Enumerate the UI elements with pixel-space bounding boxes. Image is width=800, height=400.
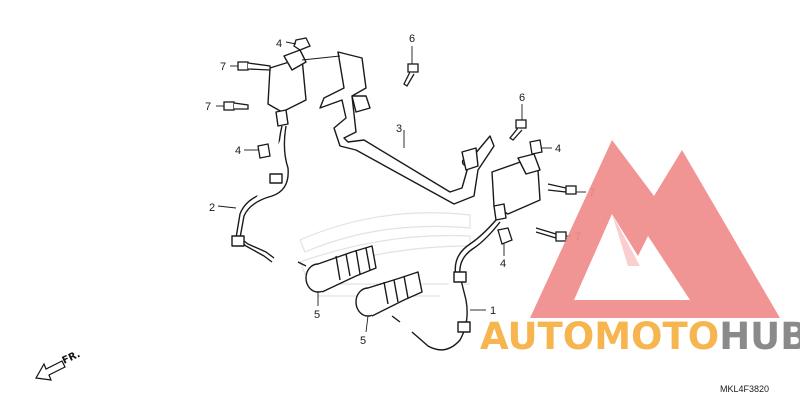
callout-4-left: 4 — [235, 145, 241, 157]
callout-3: 3 — [396, 123, 402, 135]
ignition-coil-right — [411, 153, 541, 351]
bolt-6-right — [509, 119, 527, 141]
front-direction-label: FR. — [61, 349, 82, 367]
bolt-6-top — [403, 63, 419, 87]
callout-4-top: 4 — [276, 38, 282, 50]
spark-plug-cap-lower — [355, 271, 423, 323]
watermark-word-part1: AUTOMOTO — [480, 315, 719, 358]
watermark-word-part2: HUB — [719, 315, 800, 358]
callout-5-upper: 5 — [314, 309, 320, 321]
callout-6-right: 6 — [519, 92, 525, 104]
leader-lines — [216, 41, 586, 333]
clip-4-left — [257, 143, 271, 159]
callout-5-lower: 5 — [360, 335, 366, 347]
callout-4-right: 4 — [555, 143, 561, 155]
clip-4-bottom — [497, 227, 513, 245]
watermark-wordmark: AUTOMOTOHUB — [480, 315, 800, 358]
diagram-part-code: MKL4F3820 — [720, 384, 769, 394]
front-direction-indicator: FR. — [35, 349, 82, 381]
bolt-7-upper-right — [547, 183, 577, 195]
callout-2: 2 — [209, 202, 215, 214]
nut-4-top — [293, 37, 311, 51]
front-arrow-icon — [35, 360, 66, 381]
bolt-7-lower-right — [535, 227, 567, 242]
clip-4-right — [529, 139, 543, 155]
callout-7-lower-left: 7 — [205, 101, 211, 113]
callout-7-upper-left: 7 — [220, 61, 226, 73]
mounting-bracket — [319, 51, 495, 205]
spark-plug-cap-upper — [297, 245, 377, 293]
bolt-7-upper-left — [237, 61, 271, 71]
callout-6-top: 6 — [409, 33, 415, 45]
callout-1: 1 — [490, 305, 496, 317]
bolt-7-lower-left — [223, 101, 249, 111]
callout-4-bottom: 4 — [500, 258, 506, 270]
triangle-logo-icon — [530, 140, 780, 318]
watermark-logo — [530, 140, 780, 318]
ignition-coil-left — [231, 49, 307, 263]
